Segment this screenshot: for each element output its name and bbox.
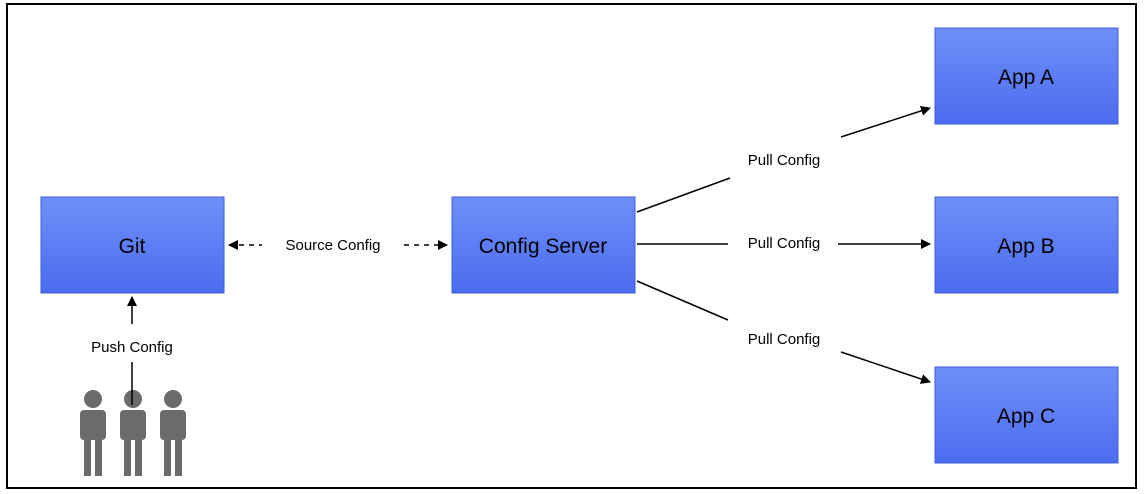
pull-config-c-edge: Pull Config — [636, 280, 931, 384]
app-a-node: App A — [934, 27, 1119, 125]
pull-config-b-label: Pull Config — [748, 235, 821, 252]
config-server-node: Config Server — [451, 196, 636, 294]
git-label: Git — [119, 235, 146, 258]
push-config-label: Push Config — [91, 339, 173, 356]
app-b-label: App B — [997, 235, 1054, 258]
pull-config-a-label: Pull Config — [748, 152, 821, 169]
person-icon-middle — [120, 390, 146, 476]
config-server-label: Config Server — [479, 235, 607, 258]
person-icon-right — [160, 390, 186, 476]
pull-config-c-label: Pull Config — [748, 331, 821, 348]
three-people-icon — [80, 390, 186, 476]
app-c-label: App C — [997, 405, 1055, 428]
pull-config-b-edge: Pull Config — [637, 235, 931, 252]
pull-config-a-edge: Pull Config — [636, 106, 931, 213]
app-a-label: App A — [998, 66, 1054, 89]
source-config-edge: Source Config — [228, 237, 448, 254]
git-node: Git — [40, 196, 225, 294]
push-config-edge: Push Config — [91, 296, 173, 356]
source-config-label: Source Config — [285, 237, 380, 254]
app-b-node: App B — [934, 196, 1119, 294]
app-c-node: App C — [934, 366, 1119, 464]
person-icon-left — [80, 390, 106, 476]
